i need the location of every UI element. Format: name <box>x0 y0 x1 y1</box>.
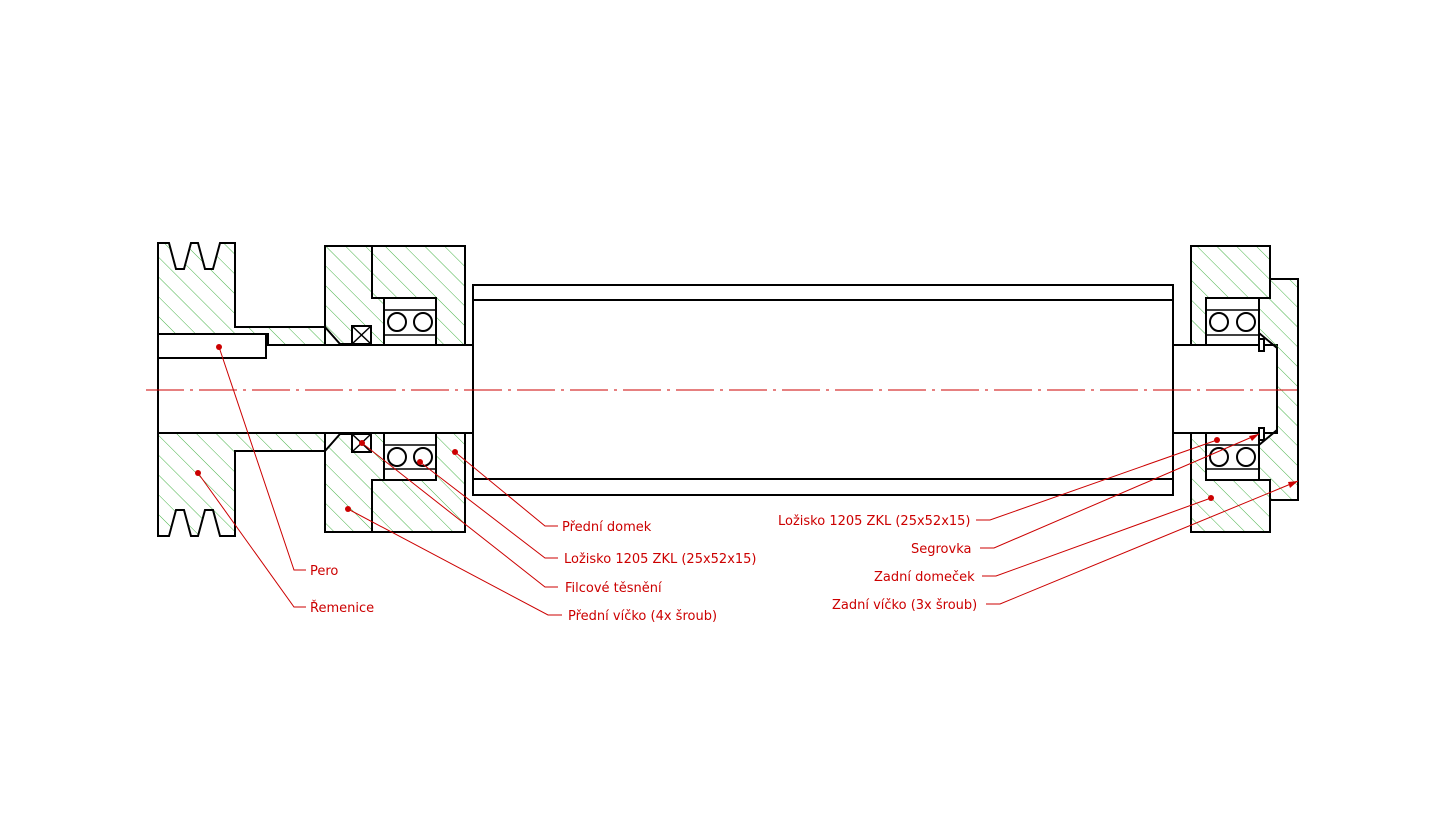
annotations: Pero Řemenice Přední domek Ložisko 1205 … <box>195 344 1299 624</box>
label-pero: Pero <box>310 564 338 579</box>
key-pero <box>157 333 267 359</box>
pulley <box>157 242 326 537</box>
front-bearing <box>383 297 437 481</box>
label-predni-vicko: Přední víčko (4x šroub) <box>568 609 717 624</box>
shaft-right-end <box>1172 344 1278 434</box>
front-housing <box>371 245 466 533</box>
label-zadni-vicko: Zadní víčko (3x šroub) <box>832 598 977 613</box>
label-zadni-domecek: Zadní domeček <box>874 570 975 585</box>
front-cover-bottom <box>324 432 385 533</box>
pulley-top-section <box>157 242 326 346</box>
label-lozisko-front: Ložisko 1205 ZKL (25x52x15) <box>564 552 757 567</box>
label-predni-domek: Přední domek <box>562 520 652 535</box>
rear-bearing <box>1205 297 1260 481</box>
label-remenice: Řemenice <box>310 600 374 616</box>
label-segrovka: Segrovka <box>911 542 971 557</box>
pulley-bottom-section <box>157 432 326 537</box>
label-lozisko-rear: Ložisko 1205 ZKL (25x52x15) <box>778 514 971 529</box>
label-filcove-tesneni: Filcové těsnění <box>565 581 662 596</box>
